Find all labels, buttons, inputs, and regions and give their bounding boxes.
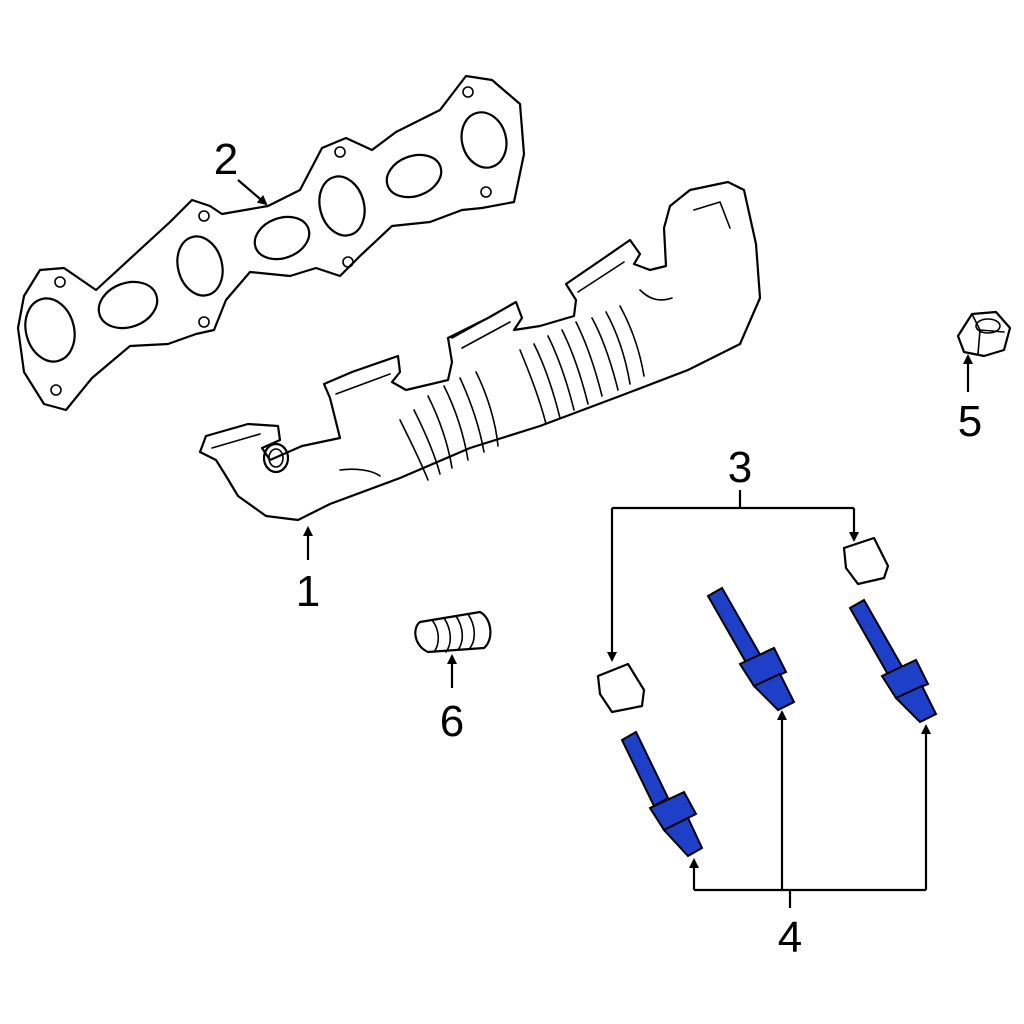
gasket-part [16, 74, 526, 412]
nut-part [956, 310, 1012, 358]
callout-gasket: 2 [214, 135, 238, 184]
callout-nut: 5 [958, 397, 982, 446]
stud-right-part [848, 598, 938, 724]
callout-sleeve: 6 [440, 697, 464, 746]
callout-heat-shield: 3 [728, 443, 752, 492]
leader-lines [237, 179, 973, 908]
heat-shield-left-part [596, 662, 646, 714]
stud-middle-part [706, 586, 796, 712]
exhaust-manifold-part [198, 180, 762, 522]
callout-manifold: 1 [296, 567, 320, 616]
sleeve-part [414, 610, 492, 654]
heat-shield-right-part [842, 536, 890, 586]
stud-left-part [620, 730, 704, 858]
callout-stud: 4 [778, 913, 802, 962]
